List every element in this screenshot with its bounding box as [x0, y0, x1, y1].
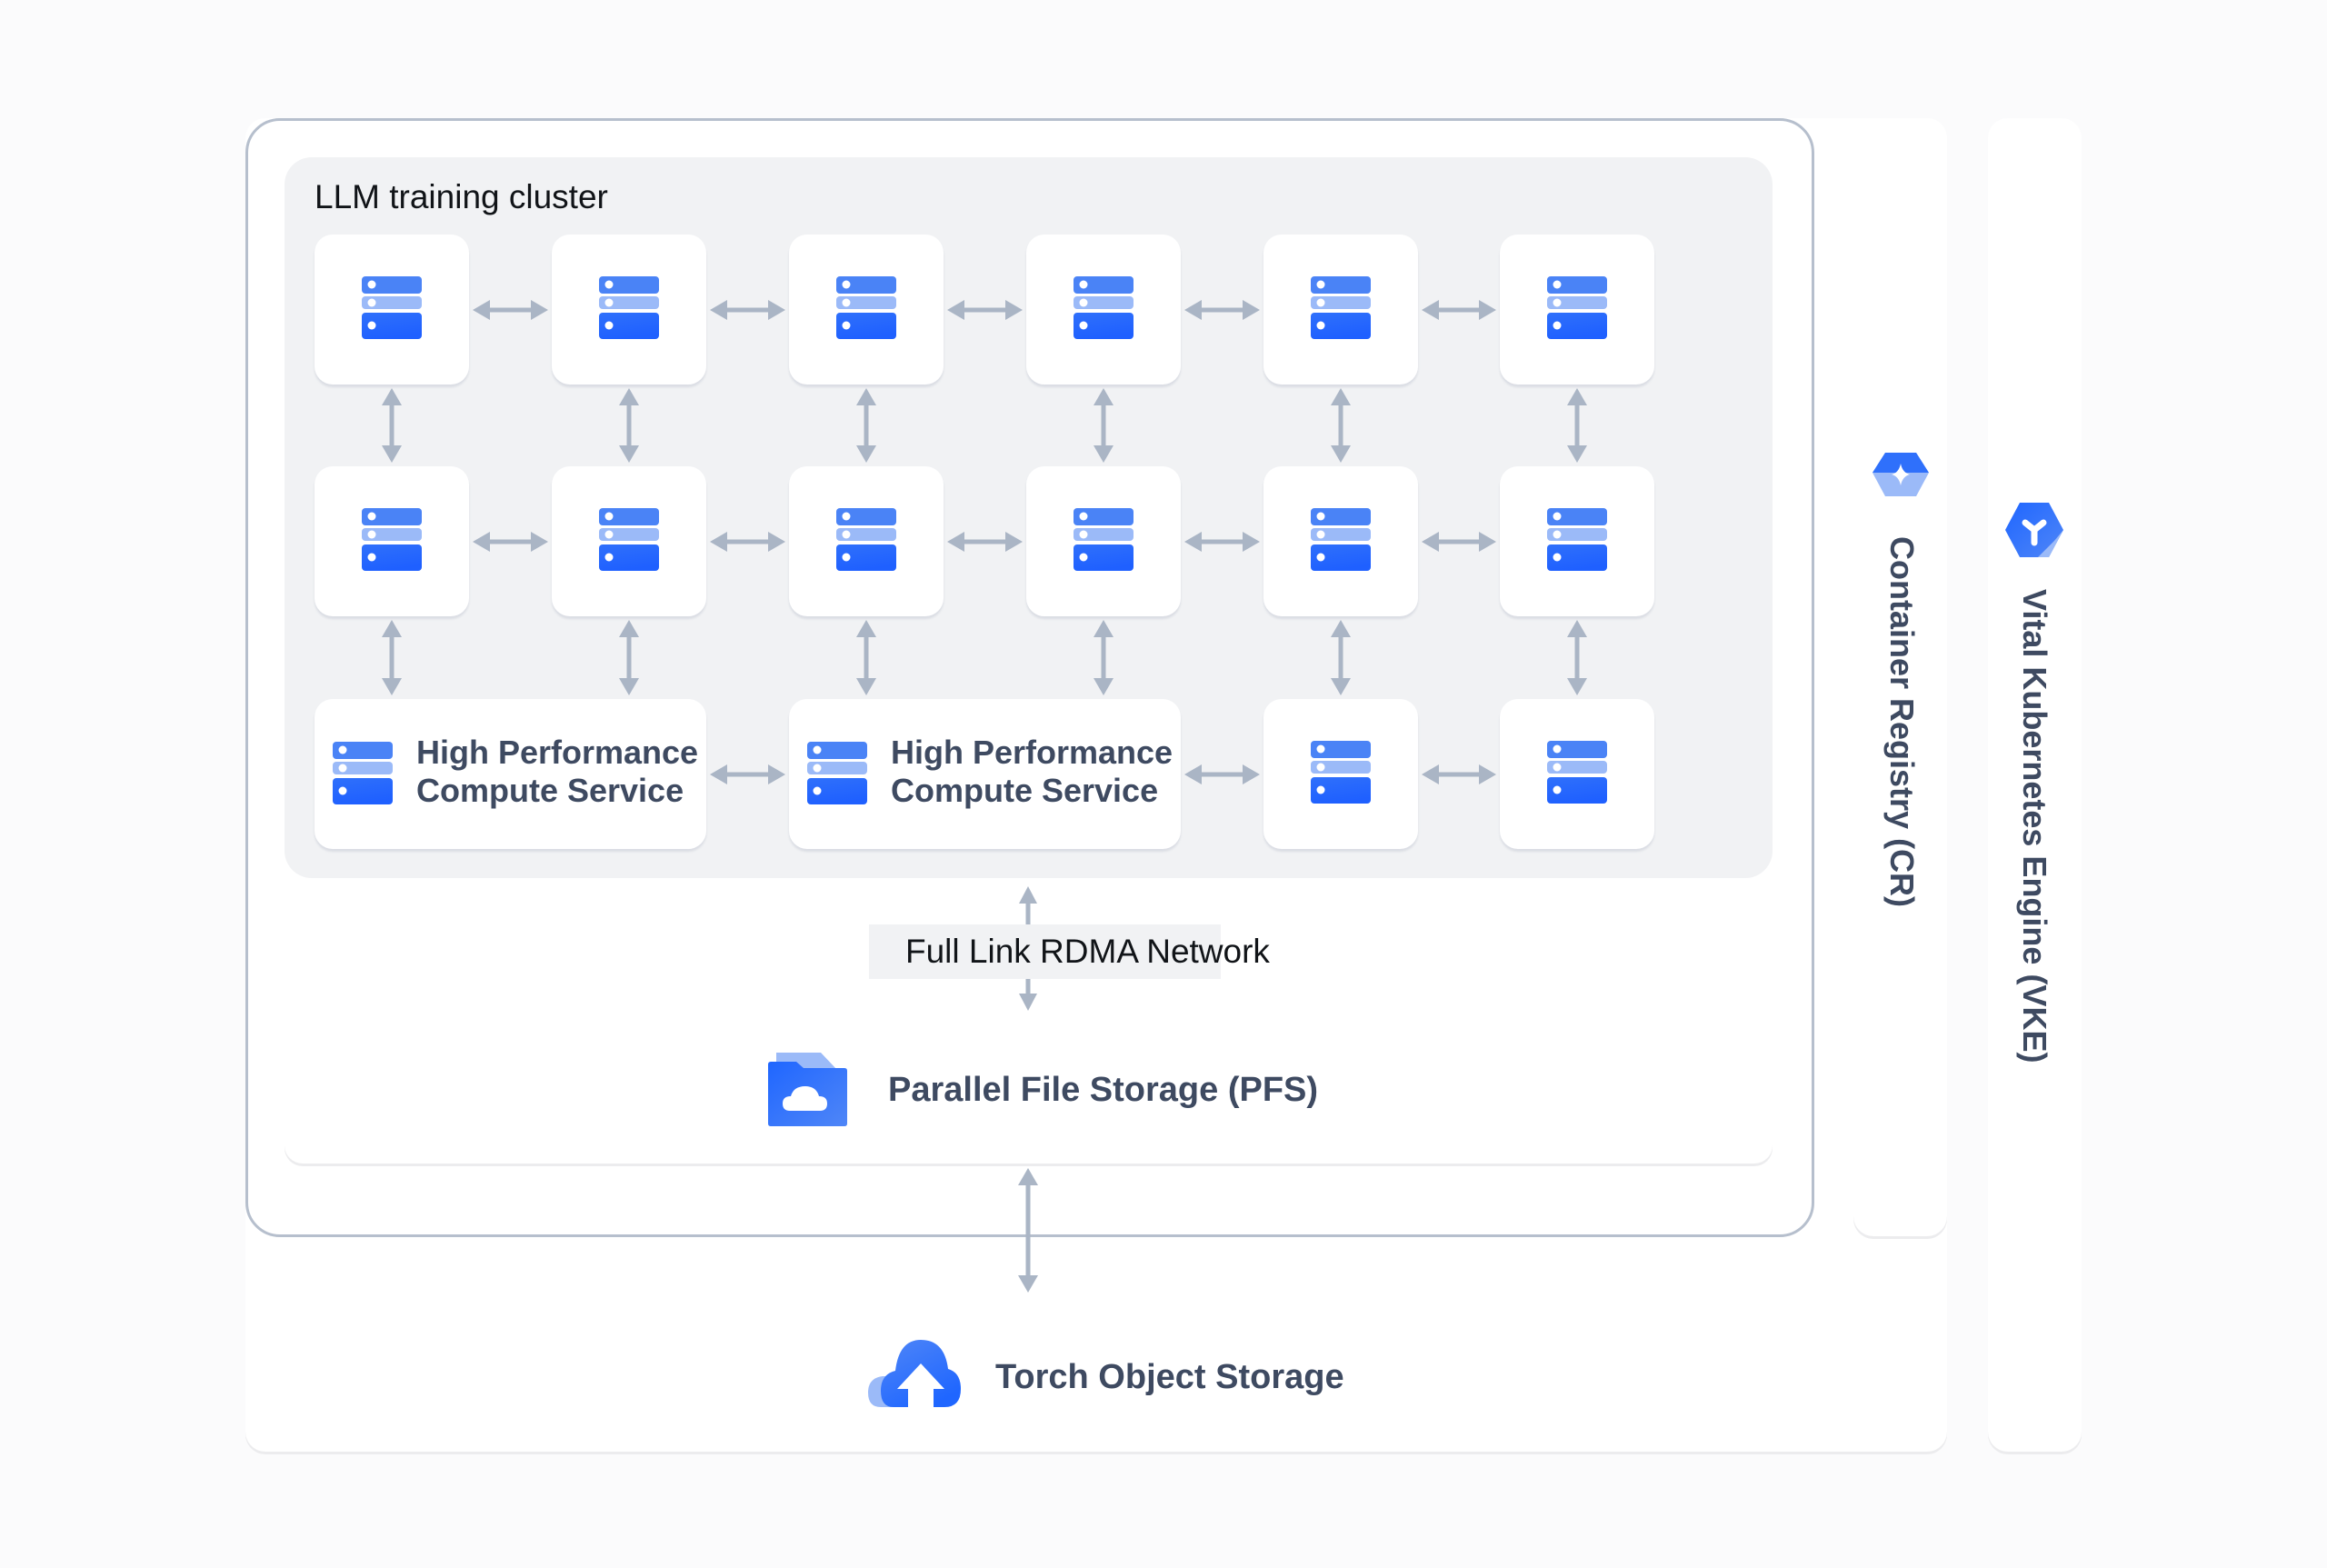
server-rack-icon	[1311, 276, 1371, 339]
interconnect-arrow	[1567, 620, 1587, 695]
interconnect-arrow	[1094, 620, 1114, 695]
server-rack-icon	[1547, 508, 1607, 571]
interconnect-arrow	[1422, 299, 1496, 320]
interconnect-arrow	[1422, 764, 1496, 784]
compute-node-card[interactable]	[1263, 466, 1418, 616]
interconnect-arrow	[1331, 388, 1351, 463]
compute-node-card[interactable]	[1500, 466, 1654, 616]
interconnect-arrow	[382, 620, 402, 695]
compute-node-card[interactable]	[789, 466, 944, 616]
server-rack-icon	[836, 508, 896, 571]
server-rack-icon	[1311, 741, 1371, 804]
cluster-title: LLM training cluster	[315, 178, 608, 215]
server-rack-icon	[362, 276, 422, 339]
rdma-network-label: Full Link RDMA Network	[905, 933, 1270, 970]
server-rack-icon	[1074, 508, 1134, 571]
interconnect-arrow	[856, 388, 876, 463]
compute-node-card[interactable]	[1500, 235, 1654, 385]
interconnect-arrow	[473, 531, 548, 552]
container-registry-panel	[1853, 118, 1947, 1236]
hpc-service-label-line2: Compute Service	[416, 772, 684, 809]
interconnect-arrow	[1184, 531, 1260, 552]
compute-node-card[interactable]	[1263, 235, 1418, 385]
interconnect-arrow	[947, 531, 1023, 552]
interconnect-arrow	[473, 299, 548, 320]
interconnect-arrow	[619, 388, 639, 463]
compute-node-card[interactable]	[315, 466, 469, 616]
interconnect-arrow	[1184, 299, 1260, 320]
compute-node-card[interactable]	[1026, 235, 1181, 385]
compute-node-card[interactable]	[315, 235, 469, 385]
compute-node-card[interactable]	[1500, 699, 1654, 849]
server-rack-icon	[362, 508, 422, 571]
kubernetes-engine-panel	[1988, 118, 2082, 1452]
container-registry-icon	[1873, 453, 1929, 496]
hpc-service-label-line2: Compute Service	[891, 772, 1159, 809]
server-rack-icon	[1074, 276, 1134, 339]
interconnect-arrow	[856, 620, 876, 695]
hpc-service-label-line1: High Performance	[891, 734, 1173, 771]
compute-node-card[interactable]	[552, 235, 706, 385]
compute-node-card[interactable]	[1026, 466, 1181, 616]
interconnect-arrow	[947, 299, 1023, 320]
kubernetes-engine-label: Vital Kubernetes Engine (VKE)	[2016, 589, 2053, 1064]
server-rack-icon	[807, 742, 867, 804]
folder-cloud-icon	[768, 1053, 847, 1126]
server-rack-icon	[599, 508, 659, 571]
interconnect-arrow	[1567, 388, 1587, 463]
kubernetes-engine-icon	[2005, 503, 2063, 557]
storage-sync-arrow	[1018, 1168, 1038, 1293]
parallel-file-storage-label: Parallel File Storage (PFS)	[888, 1071, 1319, 1109]
container-registry-label: Container Registry (CR)	[1883, 536, 1921, 908]
server-rack-icon	[599, 276, 659, 339]
interconnect-arrow	[710, 764, 785, 784]
interconnect-arrow	[1331, 620, 1351, 695]
server-rack-icon	[1311, 508, 1371, 571]
compute-node-card[interactable]	[789, 235, 944, 385]
parallel-file-storage-panel	[285, 1014, 1773, 1164]
compute-node-card[interactable]	[1263, 699, 1418, 849]
interconnect-arrow	[710, 299, 785, 320]
server-rack-icon	[1547, 276, 1607, 339]
interconnect-arrow	[619, 620, 639, 695]
interconnect-arrow	[1422, 531, 1496, 552]
compute-node-card[interactable]	[552, 466, 706, 616]
interconnect-arrow	[1184, 764, 1260, 784]
interconnect-arrow	[382, 388, 402, 463]
interconnect-arrow	[1094, 388, 1114, 463]
rdma-label-box	[869, 924, 1221, 979]
server-rack-icon	[1547, 741, 1607, 804]
interconnect-arrow	[710, 531, 785, 552]
server-rack-icon	[836, 276, 896, 339]
server-rack-icon	[333, 742, 393, 804]
cloud-upload-icon	[868, 1340, 961, 1407]
object-storage-label: Torch Object Storage	[995, 1358, 1344, 1396]
hpc-service-label-line1: High Performance	[416, 734, 699, 771]
